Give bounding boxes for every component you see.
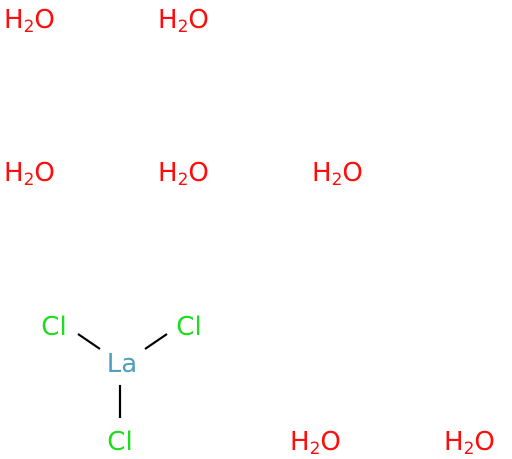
subscript-2: 2: [464, 439, 475, 459]
chlorine-atom-bottom-label: Cl: [107, 427, 132, 457]
bond-la-cl-right: [144, 333, 168, 350]
water-molecule-4: H2O: [158, 158, 209, 190]
hydrogen-label: H: [158, 158, 178, 188]
water-molecule-1: H2O: [4, 5, 55, 37]
hydrogen-label: H: [290, 427, 310, 457]
svg-text:H2O: H2O: [4, 5, 55, 37]
svg-text:H2O: H2O: [158, 5, 209, 37]
lanthanum-atom-label: La: [107, 349, 137, 379]
hydrogen-label: H: [4, 158, 24, 188]
oxygen-label: O: [188, 158, 208, 188]
oxygen-label: O: [34, 5, 54, 35]
svg-text:H2O: H2O: [444, 427, 495, 459]
hydrogen-label: H: [4, 5, 24, 35]
subscript-2: 2: [24, 170, 35, 190]
chlorine-atom-left-label: Cl: [41, 312, 66, 342]
hydrogen-label: H: [158, 5, 178, 35]
bond-la-cl-left: [77, 333, 101, 350]
subscript-2: 2: [310, 439, 321, 459]
oxygen-label: O: [342, 158, 362, 188]
water-molecule-3: H2O: [4, 158, 55, 190]
oxygen-label: O: [188, 5, 208, 35]
water-molecule-7: H2O: [444, 427, 495, 459]
subscript-2: 2: [24, 17, 35, 37]
svg-text:H2O: H2O: [158, 158, 209, 190]
hydrogen-label: H: [312, 158, 332, 188]
subscript-2: 2: [332, 170, 343, 190]
water-molecule-2: H2O: [158, 5, 209, 37]
svg-text:H2O: H2O: [4, 158, 55, 190]
subscript-2: 2: [178, 17, 189, 37]
subscript-2: 2: [178, 170, 189, 190]
chlorine-atom-right-label: Cl: [176, 312, 201, 342]
svg-text:H2O: H2O: [312, 158, 363, 190]
water-molecule-5: H2O: [312, 158, 363, 190]
oxygen-label: O: [320, 427, 340, 457]
oxygen-label: O: [474, 427, 494, 457]
water-molecule-6: H2O: [290, 427, 341, 459]
hydrogen-label: H: [444, 427, 464, 457]
oxygen-label: O: [34, 158, 54, 188]
svg-text:H2O: H2O: [290, 427, 341, 459]
